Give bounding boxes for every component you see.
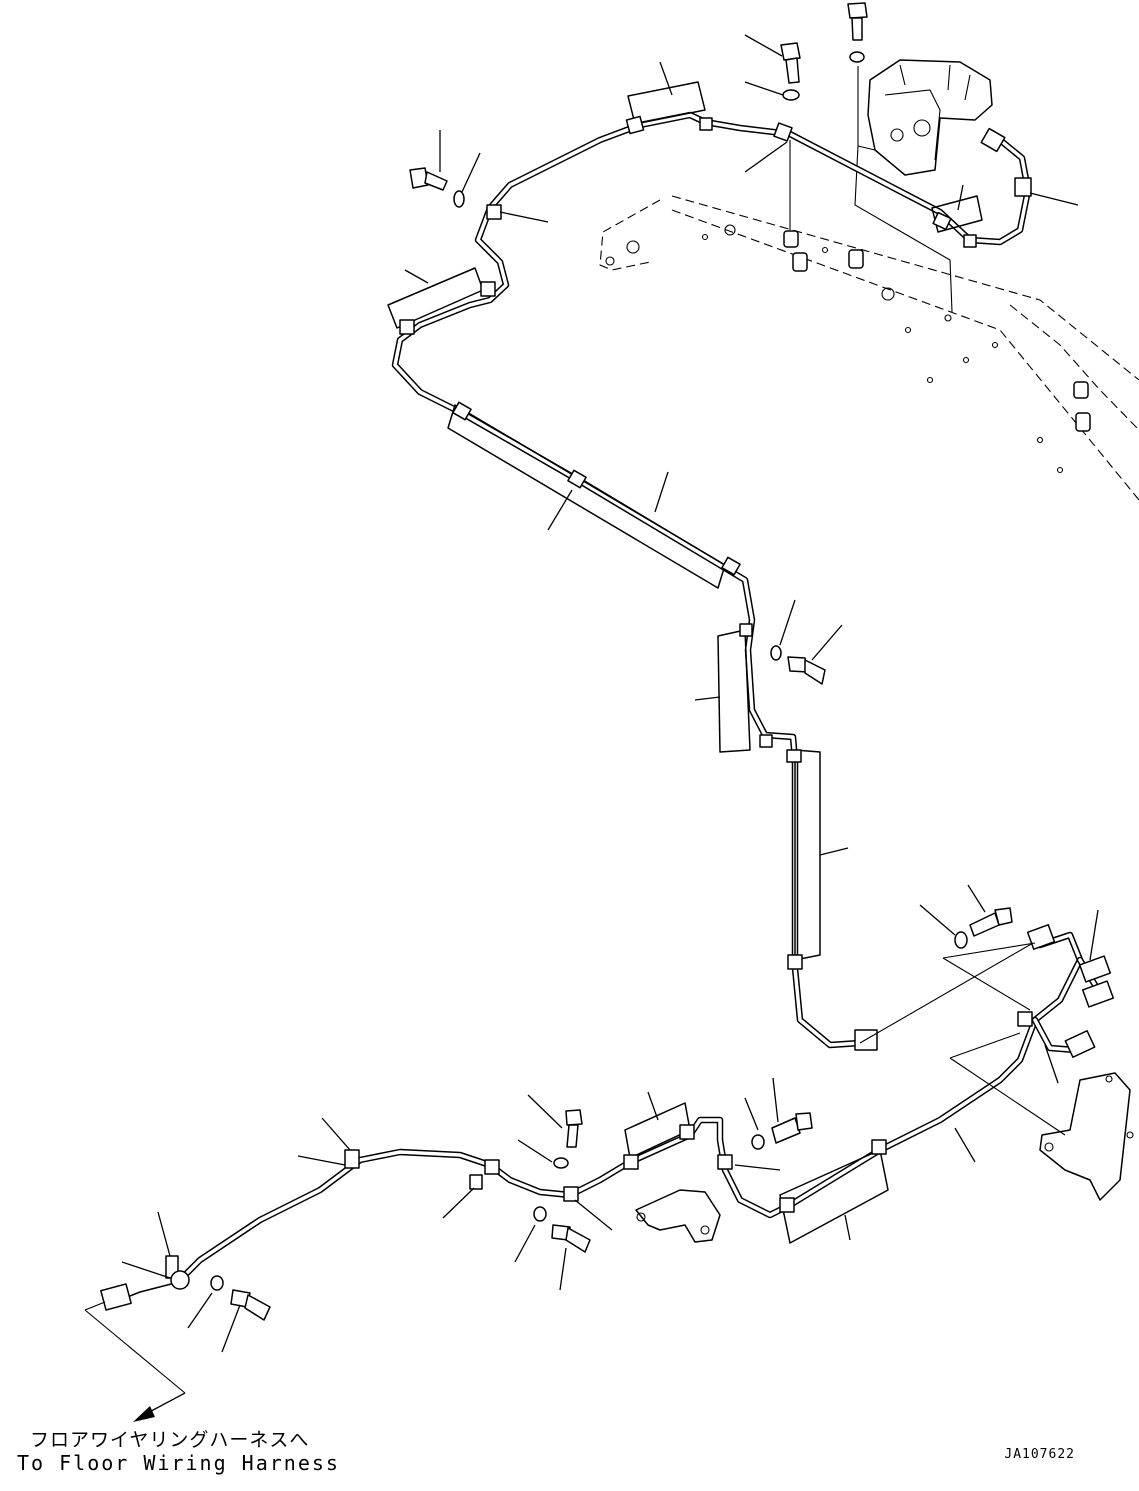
controller-unit xyxy=(854,59,993,313)
bolt-top-2 xyxy=(847,2,868,41)
bolt-mid-1 xyxy=(787,656,826,685)
bolts-washers xyxy=(210,2,1013,1321)
bolt-lower-4 xyxy=(230,1289,271,1321)
guide-lines xyxy=(84,140,1066,1394)
frame-spacers xyxy=(783,230,1091,432)
harness-main xyxy=(391,111,1032,1049)
callout-label-japanese: フロアワイヤリングハーネスへ xyxy=(30,1429,310,1451)
drawing-id: JA107622 xyxy=(1004,1447,1075,1462)
connectors xyxy=(100,127,1115,1311)
bolt-lower-1 xyxy=(771,1112,813,1144)
floor-frame xyxy=(599,195,1139,501)
harness-lower xyxy=(124,931,1099,1299)
bolt-right-1 xyxy=(969,907,1013,937)
floor-harness-arrow xyxy=(133,1392,186,1422)
bolt-lower-2 xyxy=(565,1109,583,1148)
brackets xyxy=(635,1072,1134,1243)
harness-clamps xyxy=(165,115,1033,1290)
bolt-left-1 xyxy=(409,167,448,191)
bolt-top-1 xyxy=(780,42,801,84)
callout-label-english: To Floor Wiring Harness xyxy=(17,1451,340,1475)
bolt-lower-3 xyxy=(551,1224,591,1253)
leader-lines xyxy=(121,34,1099,1353)
washer-top-1 xyxy=(782,89,800,101)
protective-tubes xyxy=(387,81,983,1244)
